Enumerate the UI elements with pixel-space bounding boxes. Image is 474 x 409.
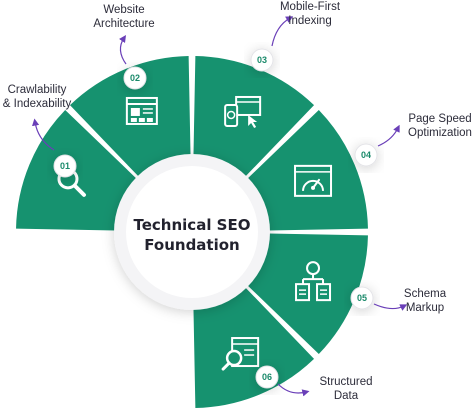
step-label-line: Structured bbox=[319, 376, 372, 388]
step-label-line: Architecture bbox=[93, 18, 154, 30]
badge-03: 03 bbox=[250, 48, 274, 72]
center-title-line1: Technical SEO bbox=[134, 216, 251, 234]
structured-data-icon bbox=[221, 337, 260, 371]
badge-06: 06 bbox=[255, 365, 279, 389]
step-label-line: Crawlability bbox=[8, 84, 67, 96]
step-label-line: Indexing bbox=[288, 15, 331, 27]
segment-01 bbox=[16, 109, 142, 231]
badge-circle bbox=[53, 154, 77, 178]
badge-circle bbox=[354, 143, 378, 167]
badge-number: 03 bbox=[257, 55, 267, 65]
mobile-desktop-icon bbox=[224, 95, 262, 128]
badge-number: 01 bbox=[60, 161, 70, 171]
step-badges: 01 02 03 04 05 06 bbox=[53, 48, 378, 389]
callout-arrows bbox=[32, 16, 408, 397]
badge-number: 05 bbox=[357, 293, 367, 303]
segment-04 bbox=[242, 109, 368, 231]
callout-arrow bbox=[32, 118, 55, 151]
badge-circle bbox=[123, 66, 147, 90]
center-inner-circle bbox=[126, 166, 258, 298]
center-hub: Technical SEO Foundation bbox=[114, 154, 270, 310]
callout-arrow bbox=[277, 383, 310, 397]
badge-number: 04 bbox=[361, 150, 371, 160]
badge-circle bbox=[350, 286, 374, 310]
segment-06 bbox=[193, 282, 315, 408]
segment-02 bbox=[69, 56, 191, 182]
badge-01: 01 bbox=[53, 154, 77, 178]
step-label-line: Page Speed bbox=[408, 113, 471, 125]
callout-arrow bbox=[119, 35, 127, 65]
step-label-line: Schema bbox=[404, 288, 447, 300]
step-label-line: Website bbox=[103, 4, 144, 16]
badge-02: 02 bbox=[123, 66, 147, 90]
step-label-line: & Indexability bbox=[3, 98, 72, 110]
icon-layer bbox=[57, 95, 333, 371]
step-label-line: Markup bbox=[406, 302, 444, 314]
badge-number: 06 bbox=[262, 372, 272, 382]
website-layout-icon bbox=[125, 96, 158, 125]
schema-tree-icon bbox=[295, 261, 332, 302]
step-label-line: Mobile-First bbox=[280, 1, 341, 13]
step-label-line: Data bbox=[334, 390, 359, 402]
step-label-line: Optimization bbox=[408, 127, 472, 139]
badge-number: 02 bbox=[130, 73, 140, 83]
step-labels: Crawlability & Indexability WebsiteArchite… bbox=[3, 1, 472, 402]
callout-arrow bbox=[271, 16, 294, 47]
segment-03 bbox=[193, 56, 315, 182]
center-title-line2: Foundation bbox=[144, 236, 239, 254]
callout-arrow bbox=[373, 303, 408, 311]
callout-arrow bbox=[377, 124, 400, 147]
badge-circle bbox=[255, 365, 279, 389]
badge-04: 04 bbox=[354, 143, 378, 167]
speedometer-icon bbox=[294, 164, 333, 197]
badge-circle bbox=[250, 48, 274, 72]
badge-05: 05 bbox=[350, 286, 374, 310]
